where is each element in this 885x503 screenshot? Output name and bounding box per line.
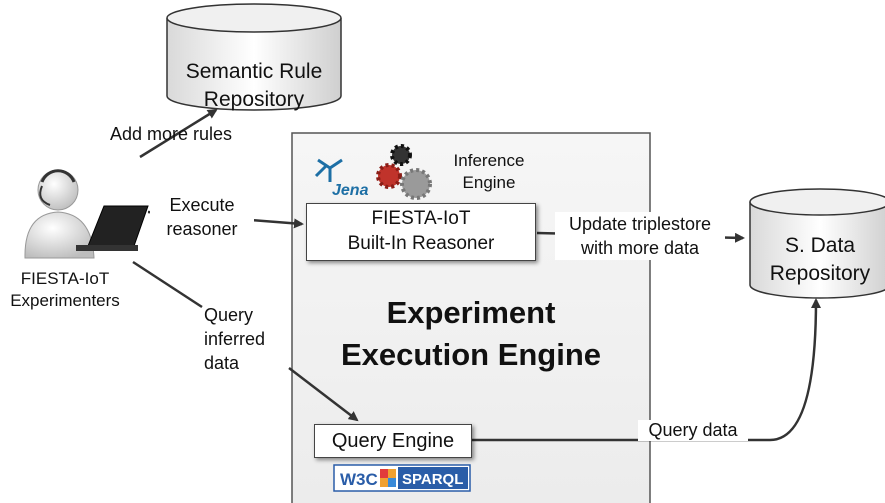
gears-icon xyxy=(376,144,432,200)
edge-label-update-triplestore: Update triplestore with more data xyxy=(555,212,725,260)
update-line2: with more data xyxy=(580,238,700,258)
w3c-sparql-logo: W3C SPARQL xyxy=(333,464,471,492)
experimenters-line2: Experimenters xyxy=(10,291,120,310)
jena-logo: Jena xyxy=(314,158,369,199)
query-inferred-line1: Query xyxy=(204,305,254,325)
arrow-query-data xyxy=(472,298,821,442)
data-repo-line2: Repository xyxy=(769,262,871,285)
arrow-query-inferred-part1 xyxy=(132,260,203,309)
jena-logo-text: Jena xyxy=(332,182,369,199)
inference-line1: Inference xyxy=(453,151,525,170)
experimenters-line1: FIESTA-IoT xyxy=(20,269,110,288)
edge-label-query-inferred: Query inferred data xyxy=(204,303,294,375)
inference-engine-label: Inference Engine xyxy=(444,150,534,194)
engine-title-line1: Experiment xyxy=(386,295,556,330)
experimenter-person-icon xyxy=(24,169,149,259)
experimenters-label: FIESTA-IoT Experimenters xyxy=(0,268,130,312)
experiment-engine-title: Experiment Execution Engine xyxy=(310,292,632,376)
sparql-logo-text: SPARQL xyxy=(402,471,463,488)
semantic-repo-line1: Semantic Rule xyxy=(185,60,323,83)
execute-line1: Execute xyxy=(169,195,235,215)
data-repo-line1: S. Data xyxy=(784,234,856,257)
edge-label-add-rules: Add more rules xyxy=(109,124,233,144)
semantic-repo-line2: Repository xyxy=(203,88,305,111)
engine-title-line2: Execution Engine xyxy=(340,337,602,372)
execute-line2: reasoner xyxy=(166,219,238,239)
update-line1: Update triplestore xyxy=(568,214,712,234)
arrow-query-inferred-part2 xyxy=(288,367,359,422)
query-inferred-line3: data xyxy=(204,353,240,373)
query-engine-label: Query Engine xyxy=(331,430,455,452)
query-inferred-line2: inferred xyxy=(204,329,266,349)
edge-label-execute-reasoner: Execute reasoner xyxy=(150,193,254,241)
semantic-rule-repository-label: Semantic Rule Repository xyxy=(167,58,341,114)
data-repository-label: S. Data Repository xyxy=(750,232,885,288)
built-in-reasoner-box: FIESTA-IoT Built-In Reasoner xyxy=(306,203,536,261)
query-engine-box: Query Engine xyxy=(314,424,472,458)
reasoner-line1: FIESTA-IoT xyxy=(371,208,471,229)
edge-label-query-data: Query data xyxy=(638,420,748,441)
w3c-logo-text: W3C xyxy=(340,470,378,489)
reasoner-line2: Built-In Reasoner xyxy=(347,233,495,254)
arrow-add-rules xyxy=(139,108,218,159)
semantic-rule-repository-cylinder xyxy=(166,3,342,111)
data-repository-cylinder xyxy=(749,188,885,299)
inference-line2: Engine xyxy=(462,173,516,192)
